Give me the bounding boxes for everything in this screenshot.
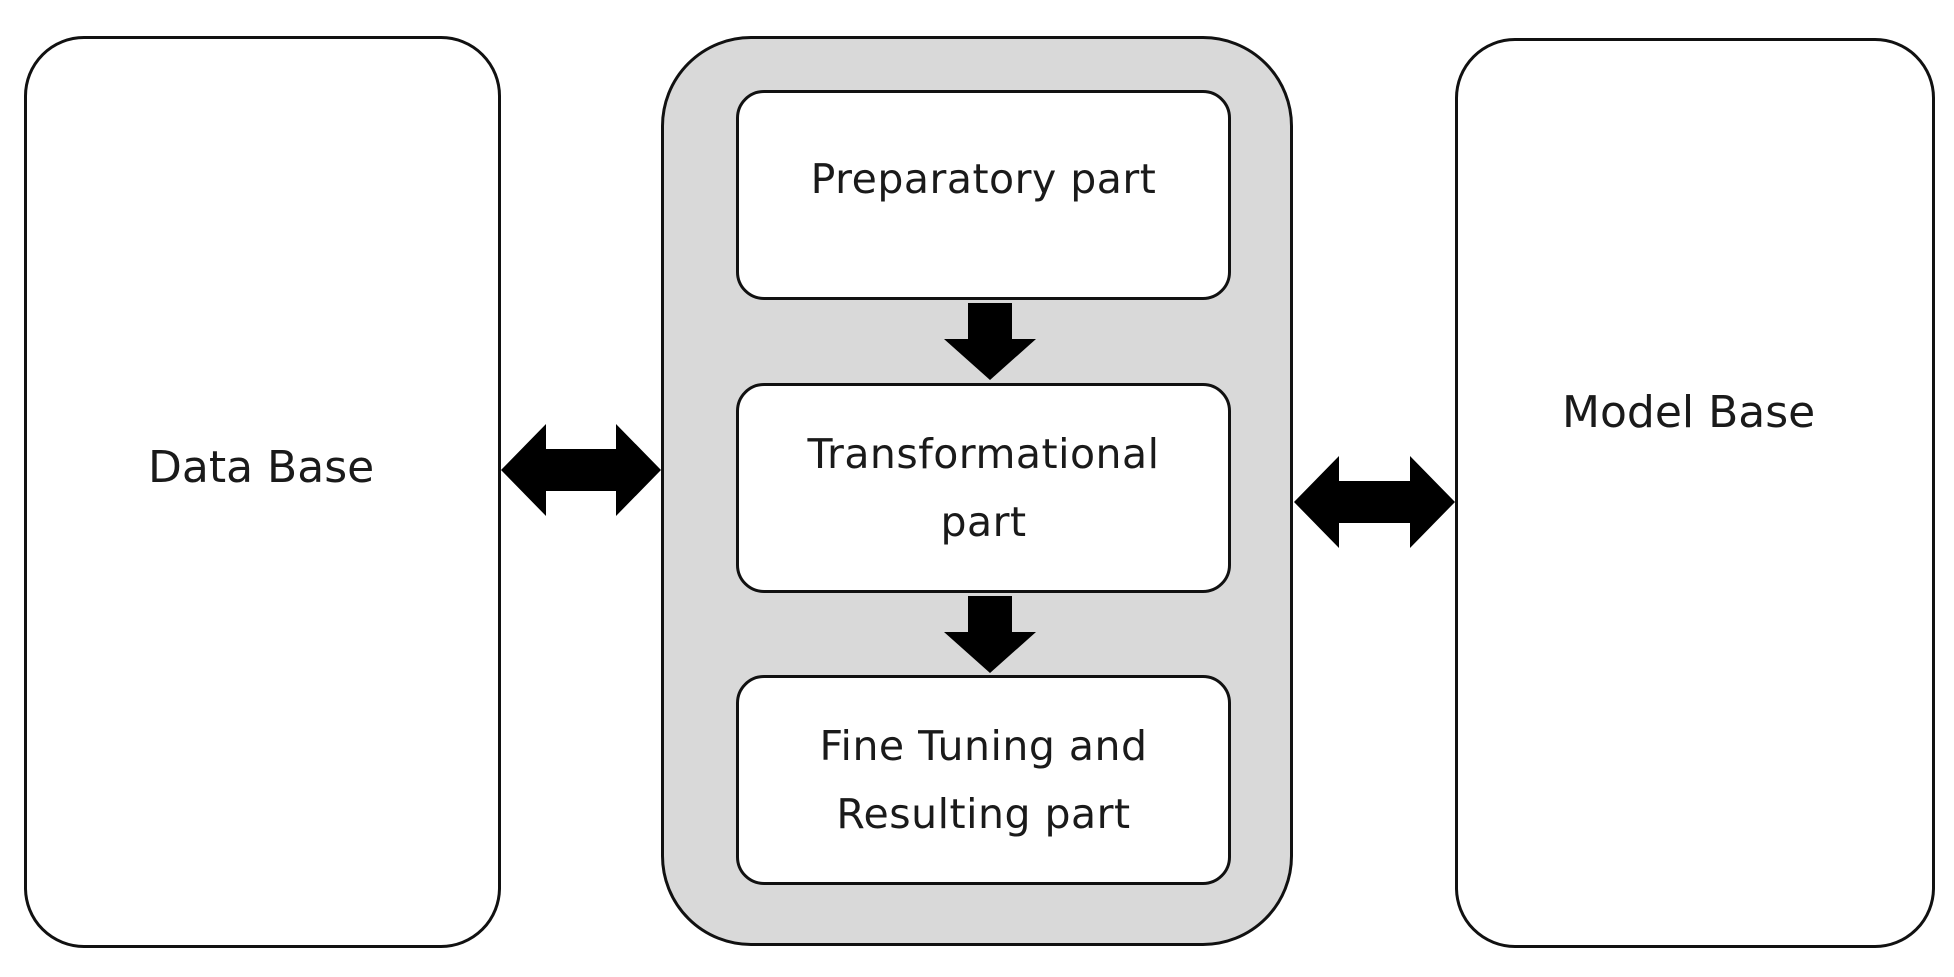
- preparatory-part-box: Preparatory part: [736, 90, 1231, 300]
- arrow-bidirectional-right: [1294, 456, 1455, 548]
- data-base-label: Data Base: [148, 442, 375, 493]
- preparatory-part-label: Preparatory part: [810, 155, 1157, 203]
- model-base-box: [1455, 38, 1935, 948]
- data-base-box: [24, 36, 501, 948]
- transformational-part-label: Transformational part: [807, 430, 1160, 546]
- transformational-part-box: Transformational part: [736, 383, 1231, 593]
- arrow-bidirectional-left: [501, 424, 661, 516]
- fine-tuning-part-box: Fine Tuning and Resulting part: [736, 675, 1231, 885]
- model-base-label: Model Base: [1562, 387, 1816, 438]
- fine-tuning-part-label: Fine Tuning and Resulting part: [819, 722, 1148, 838]
